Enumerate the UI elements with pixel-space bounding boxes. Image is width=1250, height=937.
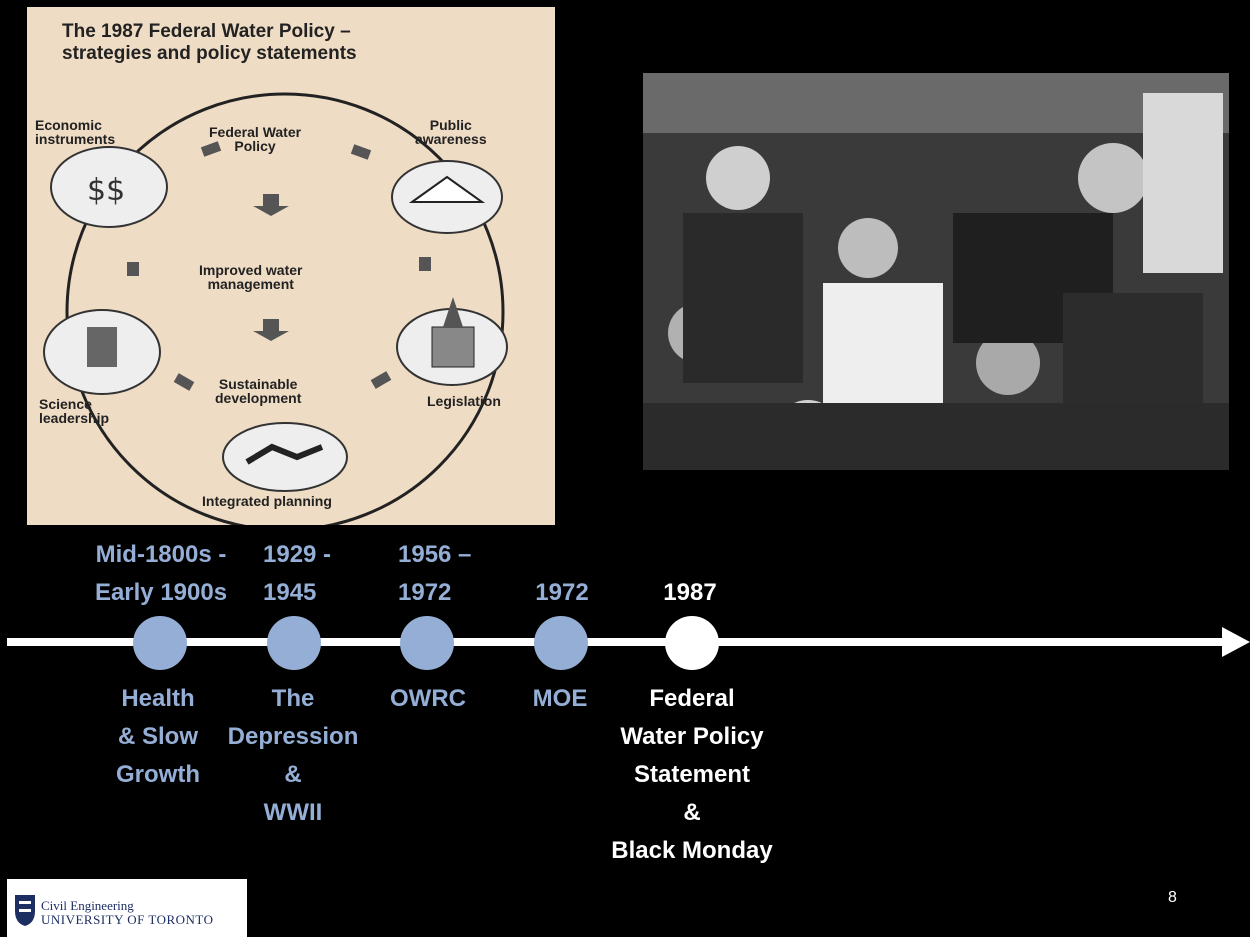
crest-icon <box>15 895 35 926</box>
label-economic-instruments: Economic instruments <box>35 117 116 147</box>
label-integrated-planning: Integrated planning <box>202 493 332 509</box>
label-science-leadership: Science leadership <box>39 396 110 426</box>
timeline-marker-1 <box>133 616 187 670</box>
page-number: 8 <box>1168 889 1177 906</box>
timeline-label-4: MOE <box>532 685 588 712</box>
timeline-date-2: 1929 - 1945 <box>263 541 332 606</box>
label-public-awareness: Public awareness <box>415 117 487 147</box>
timeline-marker-3 <box>400 616 454 670</box>
timeline-date-3: 1956 – 1972 <box>398 541 472 606</box>
diagram-graphics: $$ <box>43 92 508 525</box>
logo-line-2: UNIVERSITY OF TORONTO <box>41 912 214 927</box>
timeline-date-4: 1972 <box>535 579 589 606</box>
timeline-date-1: Mid-1800s - Early 1900s <box>94 541 228 606</box>
timeline-label-1: Health & Slow Growth <box>116 685 200 788</box>
svg-text:$$: $$ <box>87 173 125 208</box>
label-legislation: Legislation <box>427 393 501 409</box>
timeline-arrowhead <box>1222 627 1250 657</box>
timeline-label-5: Federal Water Policy Statement & Black M… <box>611 685 773 864</box>
label-sustainable-development: Sustainable development <box>215 376 302 406</box>
timeline-marker-4 <box>534 616 588 670</box>
timeline-axis <box>7 638 1225 646</box>
photo-graphics <box>643 73 1229 470</box>
university-logo: Civil Engineering UNIVERSITY OF TORONTO <box>7 879 247 937</box>
timeline-date-5: 1987 <box>663 579 717 606</box>
water-policy-diagram: $$ The 1987 Federal Water Policy – strat… <box>27 7 555 525</box>
timeline-label-2: The Depression & WWII <box>227 685 359 826</box>
timeline-marker-2 <box>267 616 321 670</box>
timeline-marker-5 <box>665 616 719 670</box>
diagram-title: The 1987 Federal Water Policy – strategi… <box>62 21 357 64</box>
trading-floor-photo <box>643 73 1229 470</box>
logo-line-1: Civil Engineering <box>41 898 134 913</box>
label-improved-water-management: Improved water management <box>199 262 303 292</box>
timeline-label-3: OWRC <box>390 685 466 712</box>
label-federal-water-policy: Federal Water Policy <box>209 124 302 154</box>
